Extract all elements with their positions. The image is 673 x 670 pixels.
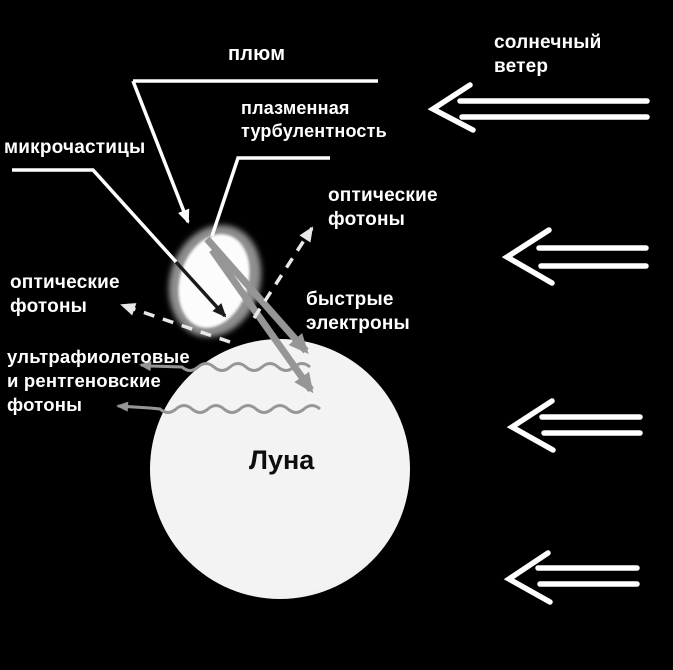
uv-xray-wave-arrow-top [139, 361, 311, 372]
fast-electrons-arrows [204, 236, 314, 394]
solar-wind-arrow [427, 82, 650, 133]
plume-leader-line [131, 79, 378, 224]
solar-wind-arrow [501, 227, 649, 286]
microparticles-leader-line [12, 168, 227, 318]
uv-xray-wave-arrow-bottom [116, 401, 321, 414]
plume-blob [168, 225, 262, 337]
plasma-turbulence-leader-line [210, 156, 330, 237]
solar-wind-label: солнечный ветер [494, 32, 602, 77]
uv-xray-photons-label: ультрафиолетовые и рентгеновские фотоны [7, 346, 190, 415]
solar-wind-arrow [506, 398, 643, 453]
moon-label: Луна [249, 445, 315, 475]
optical-photons-arrow-right [252, 226, 314, 319]
optical-photons-left-label: оптические фотоны [10, 272, 120, 317]
microparticles-label: микрочастицы [4, 137, 146, 158]
optical-photons-right-label: оптические фотоны [328, 185, 438, 230]
fast-electrons-label: быстрые электроны [306, 289, 410, 334]
plasma-turbulence-label: плазменная турбулентность [241, 98, 387, 141]
plume-label: плюм [228, 43, 286, 65]
solar-wind-arrow [503, 550, 640, 605]
